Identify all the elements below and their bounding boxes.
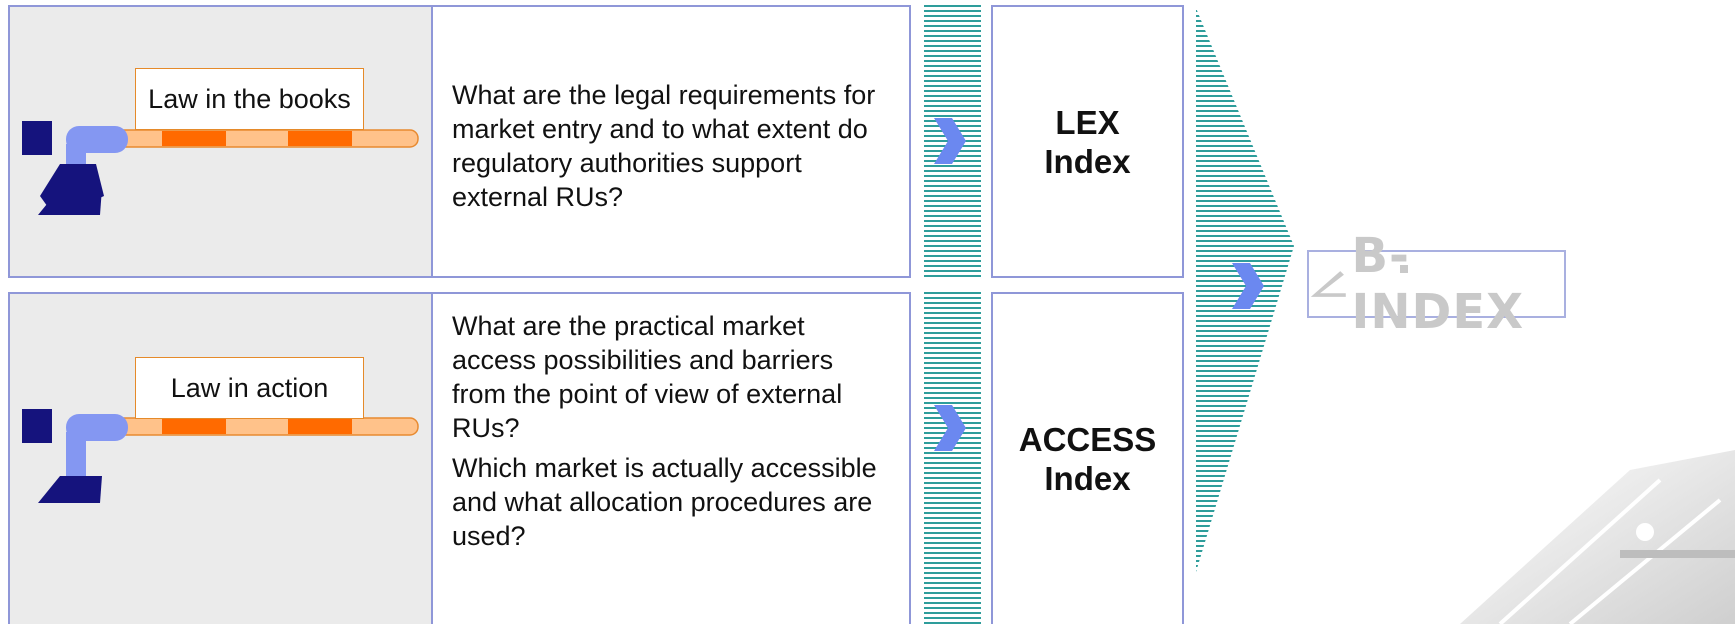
barrier-label-law-in-books: Law in the books	[135, 68, 364, 130]
index-title: ACCESS	[1018, 421, 1157, 458]
chevron-right-icon	[934, 118, 966, 164]
lex-index-box: LEX Index	[991, 5, 1184, 278]
row1-question-panel	[431, 5, 911, 278]
row1-question-text: What are the legal requirements for mark…	[452, 78, 892, 214]
boom-barrier-icon	[22, 409, 419, 503]
chevron-right-icon	[1232, 263, 1264, 309]
index-subtitle: Index	[1044, 142, 1131, 180]
logo-text: B-INDEX	[1351, 228, 1525, 340]
row2-question-text: What are the practical market access pos…	[452, 309, 892, 553]
question-part: Which market is actually accessible and …	[452, 453, 877, 551]
question-part: What are the legal requirements for mark…	[452, 80, 876, 212]
logo-mark-icon	[1310, 271, 1346, 297]
index-subtitle: Index	[1044, 460, 1131, 497]
decorative-rail-photo	[1460, 450, 1735, 624]
chevron-right-icon	[934, 405, 966, 451]
row2-question-panel	[431, 292, 911, 624]
index-title: LEX	[1055, 103, 1120, 141]
barrier-label-law-in-action: Law in action	[135, 357, 364, 419]
logo-i-dot	[1400, 265, 1408, 273]
striped-arrow-shape	[1196, 8, 1294, 572]
row2-striped-connector	[924, 292, 981, 624]
question-part: What are the practical market access pos…	[452, 311, 843, 443]
boom-barrier-icon	[22, 121, 419, 215]
ib-index-logo-box: B-INDEX	[1307, 228, 1566, 340]
access-index-box: ACCESS Index	[991, 292, 1184, 624]
